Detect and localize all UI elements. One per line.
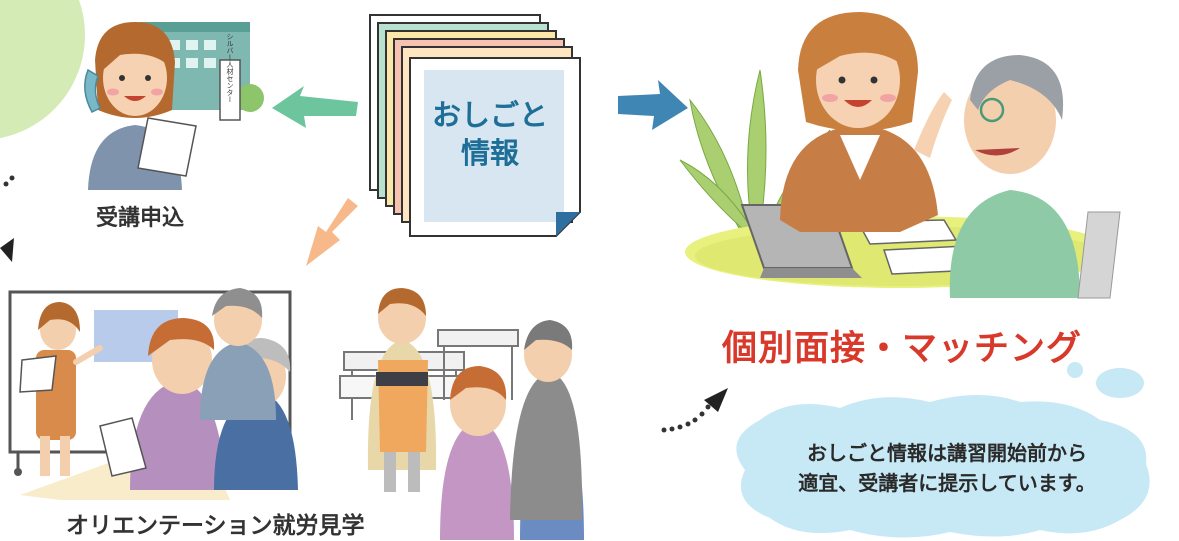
sign-text: シルバー人材センター	[226, 33, 234, 103]
orientation-illustration	[8, 288, 584, 540]
dotted-arrow-icon	[661, 388, 728, 433]
dot-decoration	[9, 175, 15, 181]
step-label-orientation: オリエンテーション就労見学	[66, 513, 365, 539]
arrow-down-left-icon	[306, 198, 358, 266]
job-info-card-line1: おしごと	[431, 98, 548, 132]
green-circle-decoration	[0, 0, 85, 139]
step-label-apply: 受講申込	[96, 206, 185, 231]
job-info-card-line2: 情報	[460, 136, 519, 170]
arrow-left-icon	[272, 86, 358, 128]
dot-decoration	[3, 181, 9, 187]
apply-illustration: シルバー人材センター	[84, 22, 264, 190]
thought-bubble-text: おしごと情報は講習開始前から 適宜、受講者に提示しています。	[742, 438, 1152, 498]
job-info-card-text: おしごと 情報	[420, 96, 560, 172]
thought-bubble-line1: おしごと情報は講習開始前から	[807, 441, 1087, 465]
interview-illustration	[679, 12, 1121, 299]
thought-bubble-line2: 適宜、受講者に提示しています。	[798, 471, 1096, 495]
job-info-card-stack	[369, 14, 581, 237]
arrow-right-icon	[618, 80, 688, 130]
step-label-interview: 個別面接・マッチング	[722, 329, 1083, 369]
arrowhead-left-icon	[0, 238, 14, 262]
thought-bubble	[736, 362, 1150, 538]
